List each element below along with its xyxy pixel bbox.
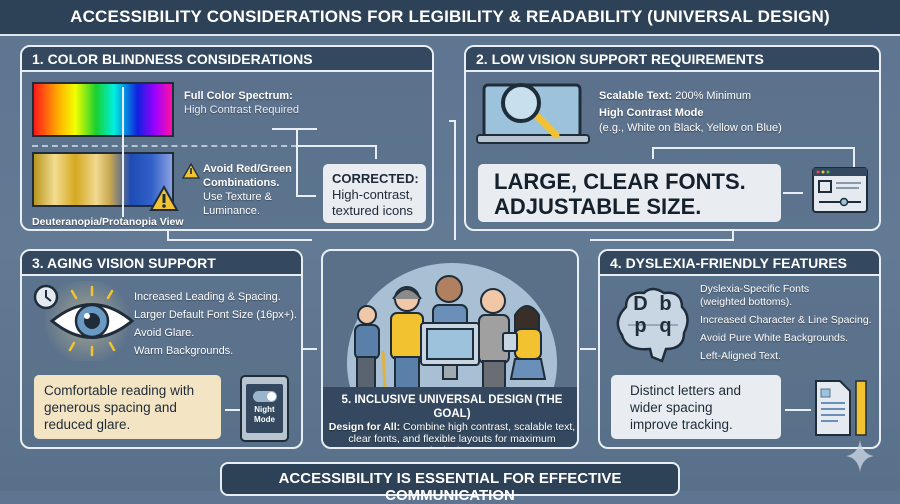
letter: q bbox=[659, 315, 672, 337]
goal-heading: 5. INCLUSIVE UNIVERSAL DESIGN (THE GOAL) bbox=[341, 394, 563, 420]
connector bbox=[167, 230, 169, 240]
large-fonts-line: ADJUSTABLE SIZE. bbox=[494, 194, 702, 219]
simulated-spectrum-bar bbox=[32, 152, 174, 207]
connector bbox=[449, 120, 456, 122]
goal-body: Combine high contrast, scalable text, cl… bbox=[348, 421, 576, 447]
corrected-text: textured icons bbox=[332, 203, 413, 218]
warning-subtext: Luminance. bbox=[203, 205, 260, 217]
aging-item: Warm Backgrounds. bbox=[134, 345, 234, 357]
toggle-label: Night bbox=[254, 405, 275, 414]
large-fonts-line: LARGE, CLEAR FONTS. bbox=[494, 169, 746, 194]
connector bbox=[296, 145, 376, 147]
connector bbox=[732, 230, 734, 240]
aging-item: Avoid Glare. bbox=[134, 327, 195, 339]
full-spectrum-bar bbox=[32, 82, 174, 137]
panel-heading: 3. AGING VISION SUPPORT bbox=[22, 251, 301, 276]
goal-lead: Design for All: bbox=[328, 421, 401, 433]
divider bbox=[32, 145, 307, 147]
toggle-label: Mode bbox=[254, 415, 275, 424]
sparkle-icon bbox=[846, 440, 874, 472]
connector bbox=[225, 409, 249, 411]
connector bbox=[652, 147, 654, 159]
comfortable-reading-box: Comfortable reading with generous spacin… bbox=[34, 375, 221, 439]
dyslexia-item: Avoid Pure White Backgrounds. bbox=[700, 332, 849, 344]
tablet-icon: Night Mode bbox=[240, 375, 289, 442]
dyslexia-item: Dyslexia-Specific Fonts (weighted bottom… bbox=[700, 283, 810, 308]
corrected-text: High-contrast, bbox=[332, 187, 413, 202]
night-mode-toggle[interactable] bbox=[252, 391, 277, 402]
panel-heading: 2. LOW VISION SUPPORT REQUIREMENTS bbox=[466, 47, 879, 72]
panel-low-vision: 2. LOW VISION SUPPORT REQUIREMENTS Scala… bbox=[464, 45, 881, 231]
panel-aging-vision: 3. AGING VISION SUPPORT Increased Leadin… bbox=[20, 249, 303, 449]
dyslexia-item: Increased Character & Line Spacing. bbox=[700, 314, 872, 326]
dyslexia-item: Left-Aligned Text. bbox=[700, 350, 781, 362]
document-ruler-icon bbox=[815, 380, 867, 436]
spectrum-title: Full Color Spectrum: bbox=[184, 90, 293, 102]
connector bbox=[590, 239, 734, 241]
connector bbox=[375, 145, 377, 159]
connector bbox=[167, 239, 312, 241]
large-fonts-box: LARGE, CLEAR FONTS. ADJUSTABLE SIZE. bbox=[478, 164, 781, 222]
small-warning-icon bbox=[182, 163, 200, 179]
connector bbox=[122, 87, 124, 217]
connector bbox=[652, 147, 854, 149]
connector bbox=[272, 128, 317, 130]
diverse-people-illustration bbox=[354, 275, 547, 389]
goal-caption: 5. INCLUSIVE UNIVERSAL DESIGN (THE GOAL)… bbox=[323, 387, 577, 447]
spectrum-subtitle: High Contrast Required bbox=[184, 104, 299, 116]
connector bbox=[303, 348, 317, 350]
aging-item: Larger Default Font Size (16px+). bbox=[134, 309, 297, 321]
footer-banner: ACCESSIBILITY IS ESSENTIAL FOR EFFECTIVE… bbox=[220, 462, 680, 504]
connector bbox=[454, 120, 456, 240]
corrected-title: CORRECTED: bbox=[332, 171, 419, 186]
connector bbox=[296, 195, 316, 197]
letter: D bbox=[633, 293, 648, 315]
connector bbox=[783, 192, 803, 194]
aging-item: Increased Leading & Spacing. bbox=[134, 291, 281, 303]
warning-text: Avoid Red/Green bbox=[203, 163, 292, 175]
letter: p bbox=[634, 315, 647, 337]
warning-icon bbox=[149, 185, 179, 211]
scalable-value: 200% Minimum bbox=[675, 90, 752, 102]
panel-heading: 4. DYSLEXIA-FRIENDLY FEATURES bbox=[600, 251, 879, 276]
browser-window-icon bbox=[812, 167, 868, 213]
laptop-magnifier-icon bbox=[476, 83, 590, 144]
distinct-letters-box: Distinct letters and wider spacing impro… bbox=[611, 375, 781, 439]
panel-universal-design: 5. INCLUSIVE UNIVERSAL DESIGN (THE GOAL)… bbox=[321, 249, 579, 449]
simulation-caption: Deuteranopia/Protanopia View bbox=[32, 216, 184, 228]
connector bbox=[785, 409, 811, 411]
letter: b bbox=[659, 293, 672, 315]
contrast-label: High Contrast Mode bbox=[599, 107, 704, 119]
page-title: ACCESSIBILITY CONSIDERATIONS FOR LEGIBIL… bbox=[0, 0, 900, 36]
warning-text: Combinations. bbox=[203, 177, 280, 189]
panel-heading: 1. COLOR BLINDNESS CONSIDERATIONS bbox=[22, 47, 432, 72]
connector bbox=[296, 128, 298, 196]
connector bbox=[580, 348, 596, 350]
panel-color-blindness: 1. COLOR BLINDNESS CONSIDERATIONS Deuter… bbox=[20, 45, 434, 231]
corrected-box: CORRECTED: High-contrast, textured icons bbox=[323, 164, 426, 223]
contrast-example: (e.g., White on Black, Yellow on Blue) bbox=[599, 122, 782, 134]
brain-letters-icon bbox=[616, 287, 689, 363]
scalable-label: Scalable Text: bbox=[599, 90, 673, 102]
warning-subtext: Use Texture & bbox=[203, 191, 272, 203]
connector bbox=[853, 147, 855, 167]
eye-icon bbox=[33, 284, 135, 357]
